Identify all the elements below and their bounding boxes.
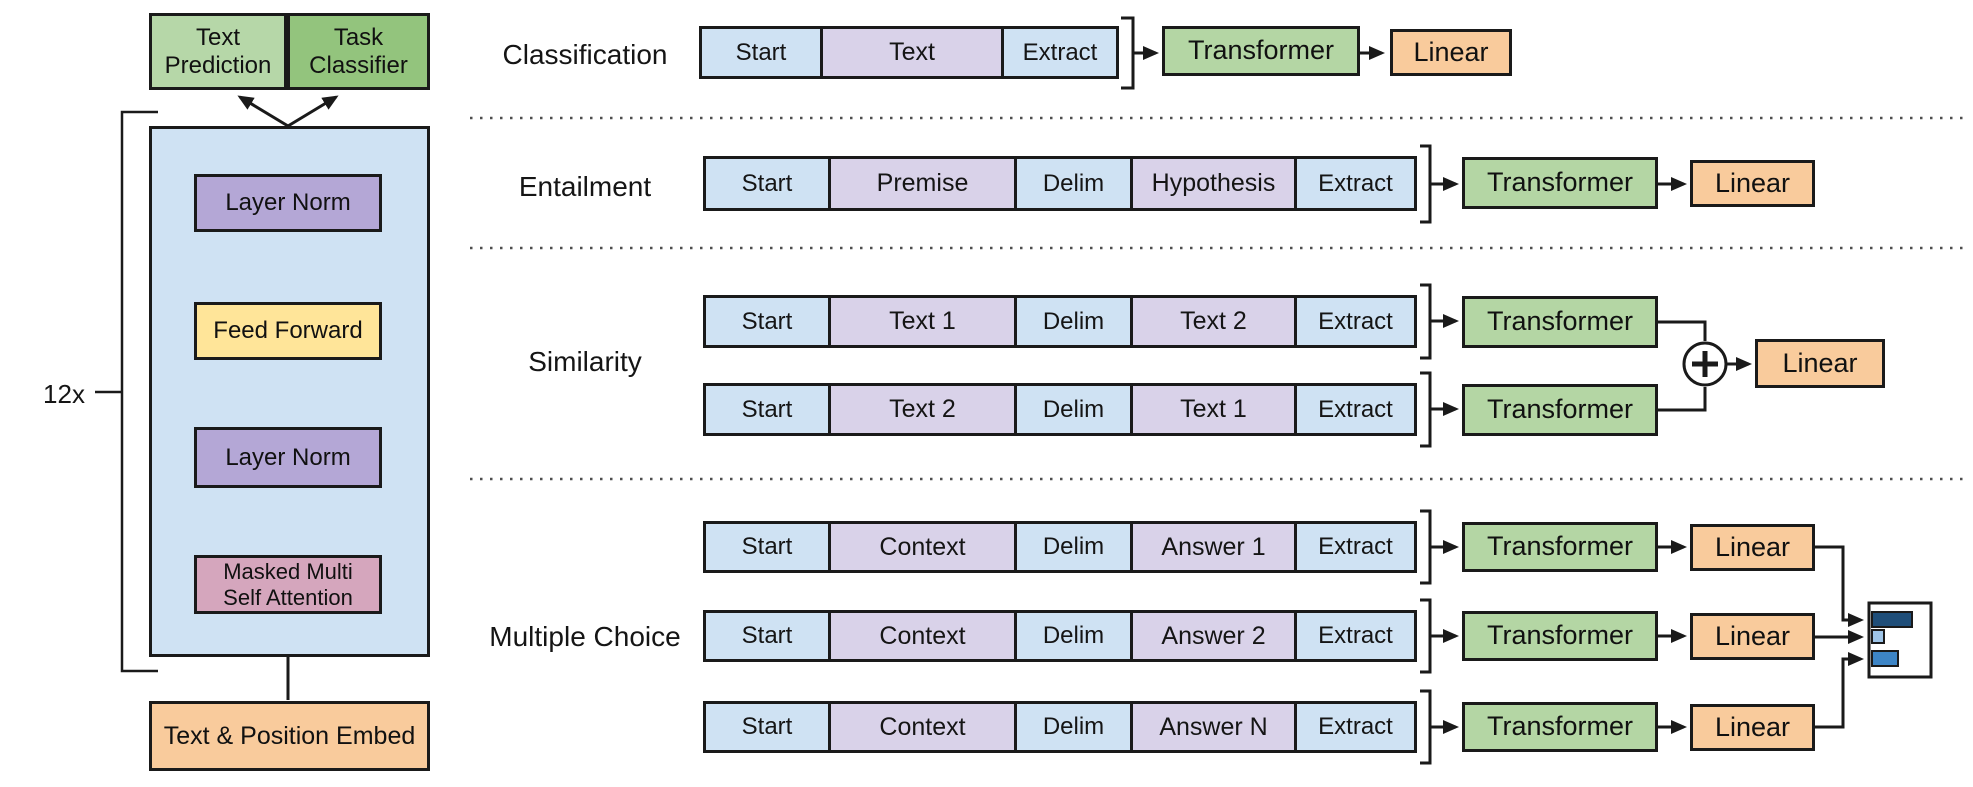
cell-extract: Extract (1294, 704, 1414, 750)
seq-row-choice-n: Start Context Delim Answer N Extract (703, 701, 1417, 753)
bracket (1420, 283, 1432, 360)
cell-extract: Extract (1294, 159, 1414, 208)
cell-delim: Delim (1014, 704, 1130, 750)
cell-start: Start (706, 704, 828, 750)
choice-probability-bars (1867, 601, 1933, 679)
task-label-entailment: Entailment (518, 171, 652, 202)
score-bar-3 (1871, 650, 1899, 667)
transformer-box: Transformer (1162, 26, 1360, 76)
cell-start: Start (706, 524, 828, 570)
task-label-similarity: Similarity (528, 346, 642, 377)
linear-box: Linear (1690, 524, 1815, 571)
bracket (1420, 598, 1432, 674)
transformer-box: Transformer (1462, 384, 1658, 436)
task-label-classification: Classification (502, 39, 668, 70)
cell-context: Context (828, 613, 1014, 659)
feed-forward-block: Feed Forward (194, 302, 382, 360)
transformer-box: Transformer (1462, 702, 1658, 752)
seq-row-choice-2: Start Context Delim Answer 2 Extract (703, 610, 1417, 662)
score-bar-1 (1871, 611, 1913, 628)
linear-box: Linear (1690, 160, 1815, 207)
cell-extract: Extract (1001, 29, 1116, 76)
cell-context: Context (828, 524, 1014, 570)
cell-premise: Premise (828, 159, 1014, 208)
cell-text-2: Text 2 (828, 386, 1014, 433)
cell-start: Start (706, 386, 828, 433)
cell-start: Start (706, 159, 828, 208)
bracket (1121, 16, 1135, 90)
repeat-bracket (95, 110, 158, 673)
cell-delim: Delim (1014, 524, 1130, 570)
entailment-connectors (1420, 144, 1687, 224)
task-classifier-head: Task Classifier (287, 13, 430, 90)
seq-row-similarity-1: Start Text 1 Delim Text 2 Extract (703, 295, 1417, 348)
cell-start: Start (702, 29, 820, 76)
cell-answer-n: Answer N (1130, 704, 1294, 750)
cell-answer-1: Answer 1 (1130, 524, 1294, 570)
transformer-box: Transformer (1462, 296, 1658, 348)
linear-box: Linear (1390, 29, 1512, 76)
task-label-multiple-choice: Multiple Choice (489, 621, 681, 652)
transformer-box: Transformer (1462, 157, 1658, 209)
seq-row-entailment: Start Premise Delim Hypothesis Extract (703, 156, 1417, 211)
cell-extract: Extract (1294, 524, 1414, 570)
similarity-connectors (1420, 283, 1752, 448)
seq-row-similarity-2: Start Text 2 Delim Text 1 Extract (703, 383, 1417, 436)
cell-context: Context (828, 704, 1014, 750)
cell-delim: Delim (1014, 298, 1130, 345)
seq-row-classification: Start Text Extract (699, 26, 1119, 79)
cell-text: Text (820, 29, 1001, 76)
sum-icon (1682, 341, 1728, 387)
bracket (1420, 144, 1432, 224)
cell-delim: Delim (1014, 613, 1130, 659)
linear-box: Linear (1755, 339, 1885, 388)
cell-extract: Extract (1294, 386, 1414, 433)
text-prediction-head: Text Prediction (149, 13, 287, 90)
masked-attention-block: Masked Multi Self Attention (194, 555, 382, 614)
bracket (1420, 371, 1432, 448)
cell-extract: Extract (1294, 298, 1414, 345)
transformer-box: Transformer (1462, 611, 1658, 661)
cell-hypothesis: Hypothesis (1130, 159, 1294, 208)
repeat-count-label: 12x (43, 379, 85, 409)
cell-text-1: Text 1 (1130, 386, 1294, 433)
embedding-block: Text & Position Embed (149, 701, 430, 771)
cell-answer-2: Answer 2 (1130, 613, 1294, 659)
multiple-choice-connectors (1420, 509, 1864, 765)
cell-start: Start (706, 298, 828, 345)
cell-delim: Delim (1014, 386, 1130, 433)
bracket (1420, 689, 1432, 765)
layer-norm-top-block: Layer Norm (194, 174, 382, 232)
layer-norm-bottom-block: Layer Norm (194, 427, 382, 488)
cell-start: Start (706, 613, 828, 659)
cell-text-1: Text 1 (828, 298, 1014, 345)
cell-delim: Delim (1014, 159, 1130, 208)
classification-connectors (1121, 16, 1385, 90)
seq-row-choice-1: Start Context Delim Answer 1 Extract (703, 521, 1417, 573)
cell-extract: Extract (1294, 613, 1414, 659)
bracket (1420, 509, 1432, 585)
linear-box: Linear (1690, 613, 1815, 660)
cell-text-2: Text 2 (1130, 298, 1294, 345)
score-bar-2 (1871, 629, 1885, 644)
linear-box: Linear (1690, 704, 1815, 751)
transformer-box: Transformer (1462, 522, 1658, 572)
